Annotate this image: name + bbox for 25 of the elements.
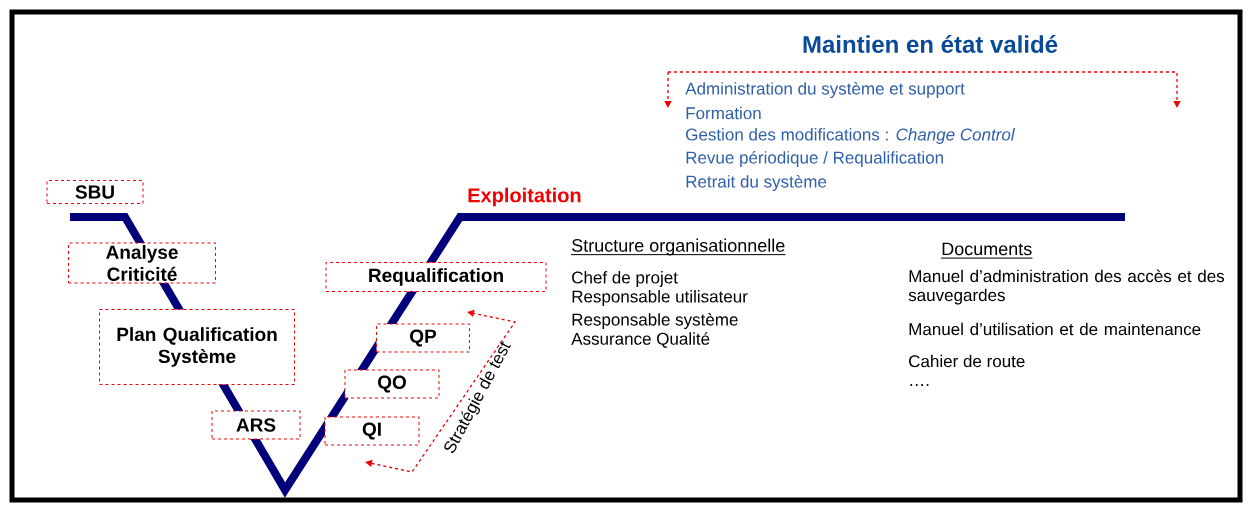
list-item: Revue périodique / Requalification [686,151,943,167]
column-heading: Structure organisationnelle [570,238,787,256]
step-box: QP [376,323,470,353]
list-item: Responsable utilisateur [572,290,748,306]
heading: Maintien en état validé [803,35,1058,53]
step-box: Analyse Criticité [68,242,216,284]
list-item: Formation [686,106,761,120]
list-item: Assurance Qualité [571,332,710,348]
phase-label: Exploitation [468,187,581,207]
step-box: SBU [46,180,144,204]
step-box: Plan Qualification Système [99,309,295,385]
list-item: Chef de projet [572,271,678,287]
list-item: Retrait du système [686,175,827,191]
list-item: Responsable système [572,312,738,329]
list-item: Manuel d’administration des accès et des sauvegardes [908,269,1225,305]
step-box: QO [344,369,440,399]
step-box: Requalification [325,262,547,292]
list-item: …. [910,384,929,386]
list-item: Administration du système et support [685,82,965,98]
step-box: QI [324,416,420,446]
list-item: Gestion des modifications : Change Control [686,128,1015,144]
column-heading: Documents [940,242,1033,259]
list-item: Cahier de route [909,354,1025,368]
list-item: Manuel d’utilisation et de maintenance [909,322,1201,336]
step-box: ARS [211,410,301,440]
